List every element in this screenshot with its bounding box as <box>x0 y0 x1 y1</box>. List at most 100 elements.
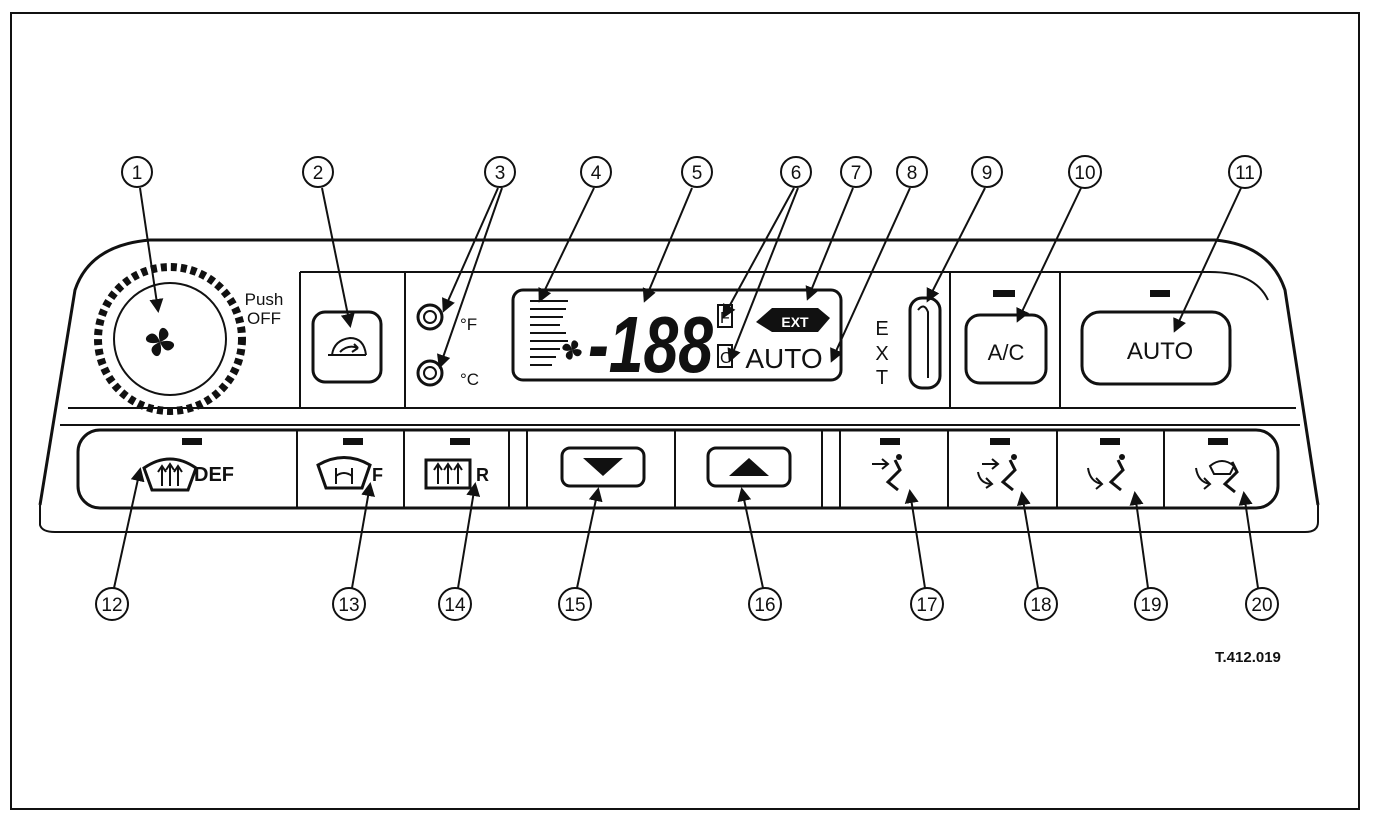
temp-up-button[interactable] <box>706 446 792 488</box>
front-demist-button[interactable]: F <box>316 438 383 490</box>
temp-down-button[interactable] <box>560 446 646 488</box>
lcd-display: -188 F C EXT AUTO <box>511 288 843 389</box>
svg-text:14: 14 <box>444 595 466 616</box>
recirculation-icon <box>328 336 367 356</box>
push-label: Push <box>245 290 284 309</box>
svg-text:7: 7 <box>851 163 862 184</box>
foot-vent-icon <box>1087 454 1125 492</box>
svg-text:13: 13 <box>338 595 359 616</box>
ext-letter-e: E <box>875 318 888 340</box>
callout-2: 2 <box>302 156 334 188</box>
sensor-unit-f: °F <box>460 315 477 334</box>
foot-vent-button[interactable] <box>1087 438 1125 492</box>
bilevel-vent-indicator-led <box>990 438 1010 445</box>
fan-knob[interactable] <box>94 263 246 415</box>
svg-text:15: 15 <box>564 595 585 616</box>
rear-demist-icon <box>424 458 472 490</box>
face-vent-button[interactable] <box>872 438 902 492</box>
callout-4: 4 <box>580 156 612 188</box>
foot-defrost-button[interactable] <box>1195 438 1239 494</box>
callout-17: 17 <box>910 587 944 621</box>
lower-row <box>76 428 1280 510</box>
svg-text:9: 9 <box>982 163 993 184</box>
svg-text:4: 4 <box>591 163 602 184</box>
defrost-button[interactable]: DEF <box>142 438 234 492</box>
off-label: OFF <box>247 309 281 328</box>
svg-text:17: 17 <box>916 595 937 616</box>
callout-11: 11 <box>1228 155 1262 189</box>
face-vent-indicator-led <box>880 438 900 445</box>
svg-text:6: 6 <box>791 163 802 184</box>
leader-lines <box>113 187 1259 589</box>
recirculation-button[interactable] <box>311 310 383 384</box>
unit-c: C <box>720 350 732 367</box>
foot-defrost-indicator-led <box>1208 438 1228 445</box>
callout-7: 7 <box>840 156 872 188</box>
figure-frame <box>10 12 1360 810</box>
svg-text:16: 16 <box>754 595 775 616</box>
ac-indicator-led <box>993 290 1015 297</box>
svg-text:11: 11 <box>1235 163 1255 184</box>
figure-code: T.412.019 <box>1215 649 1281 666</box>
callout-10: 10 <box>1068 155 1102 189</box>
ext-badge <box>756 308 830 332</box>
callout-6: 6 <box>780 156 812 188</box>
callout-8: 8 <box>896 156 928 188</box>
ac-button[interactable]: A/C <box>964 290 1048 385</box>
svg-text:2: 2 <box>313 163 324 184</box>
display-fan-icon <box>562 340 582 360</box>
callout-14: 14 <box>438 587 472 621</box>
svg-text:8: 8 <box>907 163 918 184</box>
exterior-temp-button[interactable] <box>908 296 942 390</box>
defrost-icon <box>142 457 198 492</box>
ext-letter-x: X <box>875 343 888 365</box>
ext-badge-label: EXT <box>781 314 809 330</box>
arrow-up-icon <box>729 458 769 476</box>
rear-demist-button[interactable]: R <box>424 438 489 490</box>
indicator-lamp-f <box>416 303 444 331</box>
temperature-digits: -188 <box>588 300 713 389</box>
defrost-indicator-led <box>182 438 202 445</box>
rear-demist-indicator-led <box>450 438 470 445</box>
svg-text:3: 3 <box>495 163 506 184</box>
callout-9: 9 <box>971 156 1003 188</box>
svg-text:10: 10 <box>1074 163 1095 184</box>
indicator-lamp-c <box>416 359 444 387</box>
front-label: F <box>372 465 383 485</box>
callout-19: 19 <box>1134 587 1168 621</box>
auto-button[interactable]: AUTO <box>1080 290 1232 386</box>
svg-text:19: 19 <box>1140 595 1161 616</box>
panel-outline <box>38 238 1320 533</box>
callout-15: 15 <box>558 587 592 621</box>
callout-16: 16 <box>748 587 782 621</box>
bilevel-vent-button[interactable] <box>977 438 1017 492</box>
foot-defrost-icon <box>1195 460 1239 494</box>
auto-indicator-led <box>1150 290 1170 297</box>
svg-text:18: 18 <box>1030 595 1051 616</box>
front-demist-icon <box>316 456 372 490</box>
fan-bar-icon <box>530 300 568 366</box>
svg-text:5: 5 <box>692 163 703 184</box>
foot-vent-indicator-led <box>1100 438 1120 445</box>
face-vent-icon <box>872 454 902 492</box>
fan-icon <box>145 327 175 357</box>
callouts: 1 2 3 4 5 6 7 8 9 10 11 12 13 14 15 16 1… <box>95 155 1279 621</box>
auto-label: AUTO <box>1127 338 1193 365</box>
ext-letter-t: T <box>876 367 888 389</box>
callout-12: 12 <box>95 587 129 621</box>
def-label: DEF <box>194 464 234 486</box>
callout-3: 3 <box>484 156 516 188</box>
callout-1: 1 <box>121 156 153 188</box>
ac-label: A/C <box>988 340 1025 365</box>
arrow-down-icon <box>583 458 623 476</box>
sensor-unit-c: °C <box>460 370 479 389</box>
svg-text:12: 12 <box>101 595 122 616</box>
bilevel-vent-icon <box>977 454 1017 492</box>
svg-text:20: 20 <box>1251 595 1272 616</box>
callout-5: 5 <box>681 156 713 188</box>
callout-18: 18 <box>1024 587 1058 621</box>
callout-20: 20 <box>1245 587 1279 621</box>
rear-label: R <box>476 465 489 485</box>
callout-13: 13 <box>332 587 366 621</box>
